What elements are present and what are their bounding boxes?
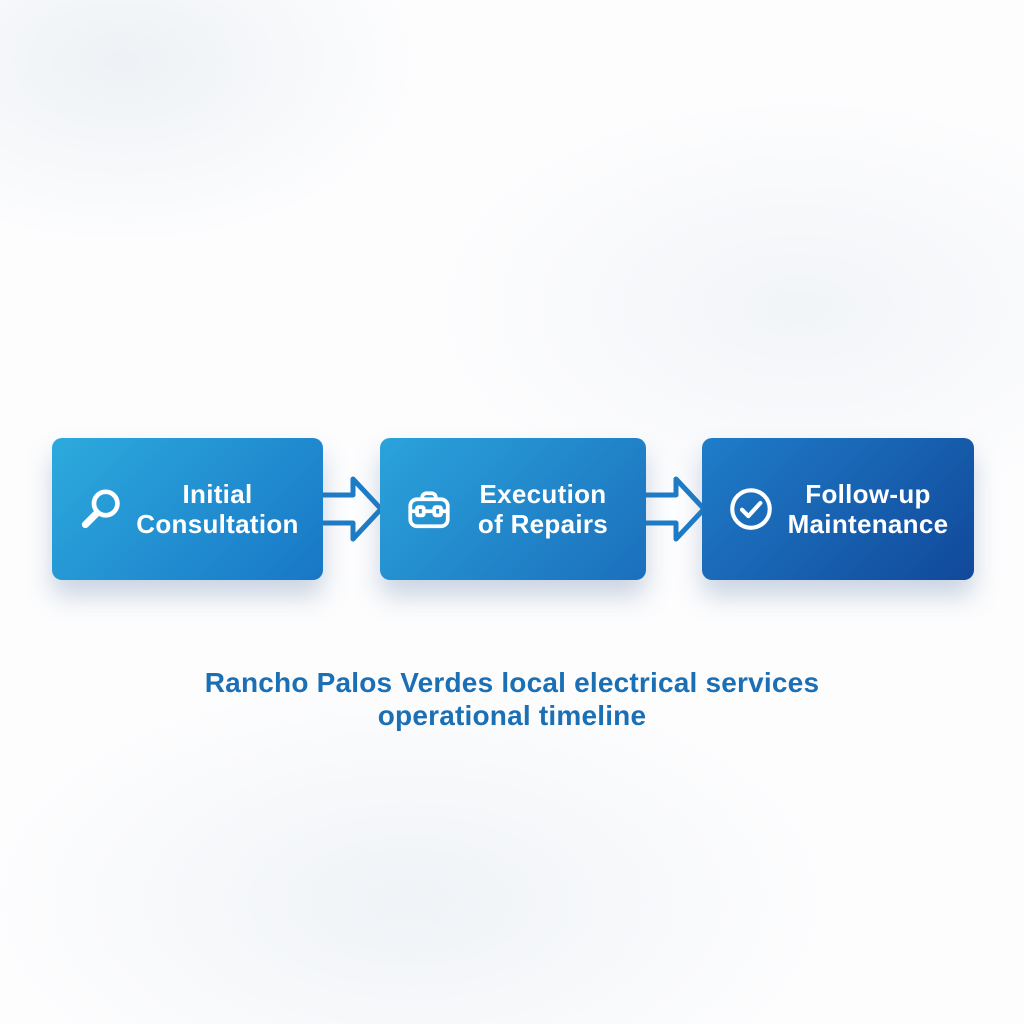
step-label-line1: Follow-up <box>805 479 931 509</box>
caption-line2: operational timeline <box>377 700 647 731</box>
process-flow: Initial Consultation Executi <box>52 438 974 580</box>
caption-line1: Rancho Palos Verdes local electrical ser… <box>204 667 820 698</box>
flow-arrow <box>640 438 707 580</box>
step-label-line2: Maintenance <box>787 509 949 539</box>
flow-arrow <box>317 438 384 580</box>
step-label-line2: of Repairs <box>477 509 609 539</box>
magnifier-icon <box>76 484 126 534</box>
step-label: Follow-up Maintenance <box>776 479 960 539</box>
step-label-line1: Initial <box>182 479 253 509</box>
step-follow-up-maintenance: Follow-up Maintenance <box>702 438 974 580</box>
step-execution-of-repairs: Execution of Repairs <box>380 438 646 580</box>
caption: Rancho Palos Verdes local electrical ser… <box>0 666 1024 732</box>
toolbox-icon <box>404 484 454 534</box>
step-label: Initial Consultation <box>126 479 309 539</box>
step-initial-consultation: Initial Consultation <box>52 438 323 580</box>
step-label: Execution of Repairs <box>454 479 632 539</box>
step-label-line1: Execution <box>479 479 607 509</box>
step-label-line2: Consultation <box>136 509 299 539</box>
check-circle-icon <box>726 484 776 534</box>
